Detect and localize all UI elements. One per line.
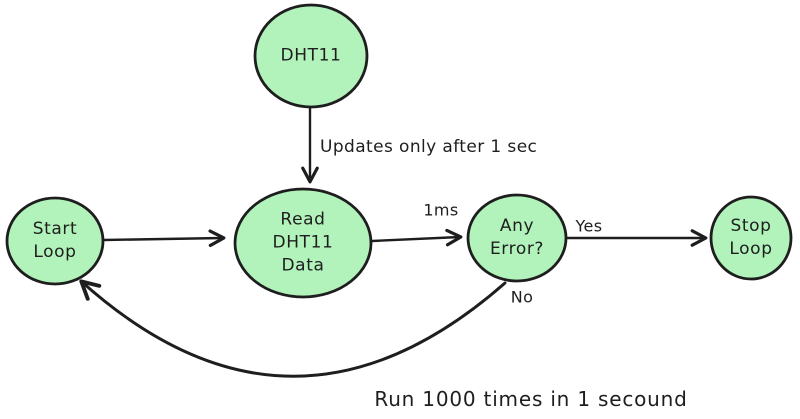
node-stop-loop-label: Stop Loop bbox=[729, 216, 773, 259]
edge-label-no: No bbox=[510, 287, 534, 307]
node-dht11-label: DHT11 bbox=[280, 45, 342, 66]
node-dht11-circle bbox=[253, 3, 369, 109]
node-start-loop-label: Start Loop bbox=[32, 219, 78, 262]
edge-label-1ms: 1ms bbox=[423, 200, 459, 220]
arrow-no-loopback-to-startloop bbox=[79, 279, 507, 378]
node-any-error-circle bbox=[466, 193, 568, 283]
node-read-dht11-data-label: Read DHT11 Data bbox=[272, 209, 334, 276]
node-any-error-label: Any Error? bbox=[489, 216, 545, 259]
edge-label-yes: Yes bbox=[575, 216, 603, 236]
node-start-loop-circle bbox=[5, 196, 105, 286]
node-stop-loop-circle bbox=[709, 195, 793, 281]
arrow-read-to-anyerror bbox=[370, 228, 463, 247]
caption-run-1000-times: Run 1000 times in 1 secound bbox=[374, 387, 688, 411]
arrow-startloop-to-read bbox=[102, 229, 226, 248]
edge-label-updates-only-after-1-sec: Updates only after 1 sec bbox=[320, 137, 538, 157]
node-read-dht11-data-circle bbox=[233, 187, 373, 299]
